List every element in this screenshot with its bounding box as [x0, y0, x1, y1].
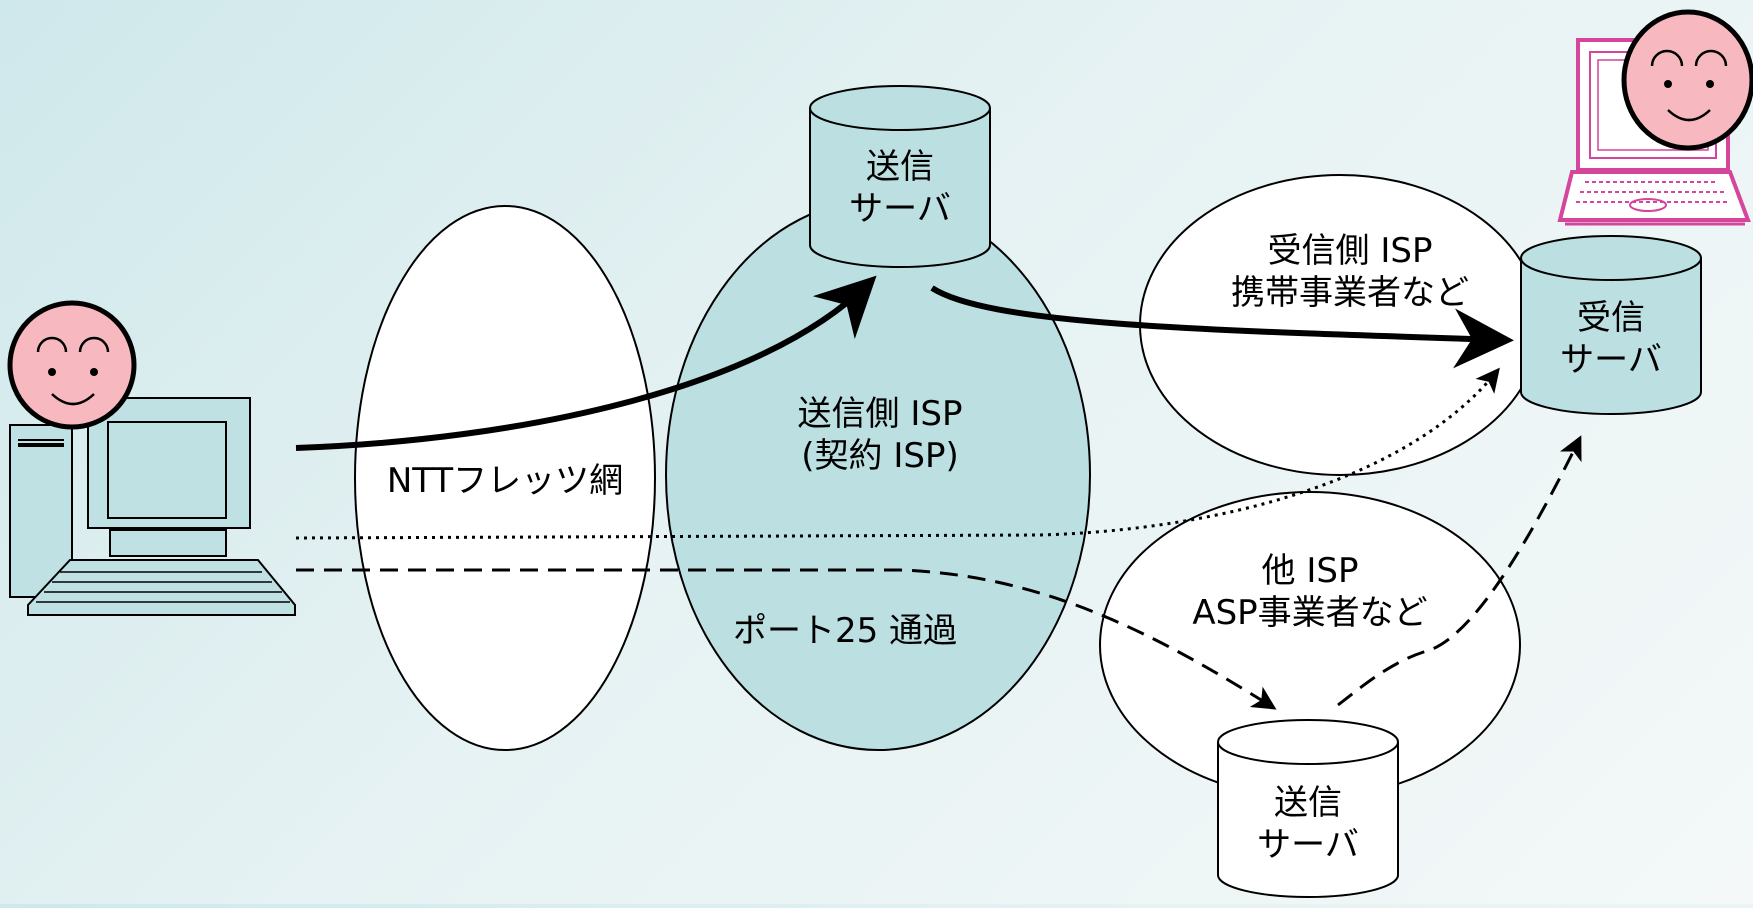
route-dashed-to-other-server: [296, 568, 1277, 710]
send-server-top-line2: サーバ: [849, 189, 951, 229]
send-server-bottom-label: 送信 サーバ: [1243, 782, 1373, 866]
route-solid-to-recv-server: [930, 285, 1514, 369]
route-dotted-direct: [295, 367, 1500, 540]
receiver-isp-line1: 受信側 ISP: [1267, 231, 1433, 271]
send-server-top-label: 送信 サーバ: [835, 146, 965, 230]
send-server-bottom-cylinder: [1217, 719, 1399, 898]
receiver-isp-line2: 携帯事業者など: [1231, 273, 1469, 313]
receiver-face-icon: [1621, 9, 1753, 151]
send-server-top-line1: 送信: [866, 147, 934, 187]
ntt-network-label: NTTフレッツ網: [386, 461, 624, 501]
port25-label: ポート25 通過: [732, 611, 958, 651]
route-solid-to-send-server: [295, 275, 877, 451]
other-isp-label: 他 ISP ASP事業者など: [1170, 550, 1450, 634]
ntt-network-ellipse: [354, 205, 656, 751]
sender-face-icon: [7, 300, 137, 430]
recv-server-line1: 受信: [1577, 298, 1645, 338]
receiver-isp-ellipse: [1139, 174, 1541, 476]
send-server-top-cylinder: [809, 85, 991, 268]
sender-isp-line1: 送信側 ISP: [797, 394, 963, 434]
sender-isp-line2: (契約 ISP): [801, 436, 959, 476]
recv-server-label: 受信 サーバ: [1546, 297, 1676, 381]
receiver-isp-label: 受信側 ISP 携帯事業者など: [1210, 230, 1490, 314]
sender-pc-icon: [9, 397, 296, 616]
other-isp-line2: ASP事業者など: [1192, 593, 1428, 633]
recv-server-cylinder: [1520, 235, 1702, 415]
other-isp-line1: 他 ISP: [1261, 551, 1359, 591]
route-dashed-to-recv-server: [1337, 435, 1582, 707]
sender-isp-label: 送信側 ISP (契約 ISP): [760, 393, 1000, 477]
send-server-bottom-line2: サーバ: [1257, 825, 1359, 865]
recv-server-line2: サーバ: [1560, 340, 1662, 380]
send-server-bottom-line1: 送信: [1274, 783, 1342, 823]
